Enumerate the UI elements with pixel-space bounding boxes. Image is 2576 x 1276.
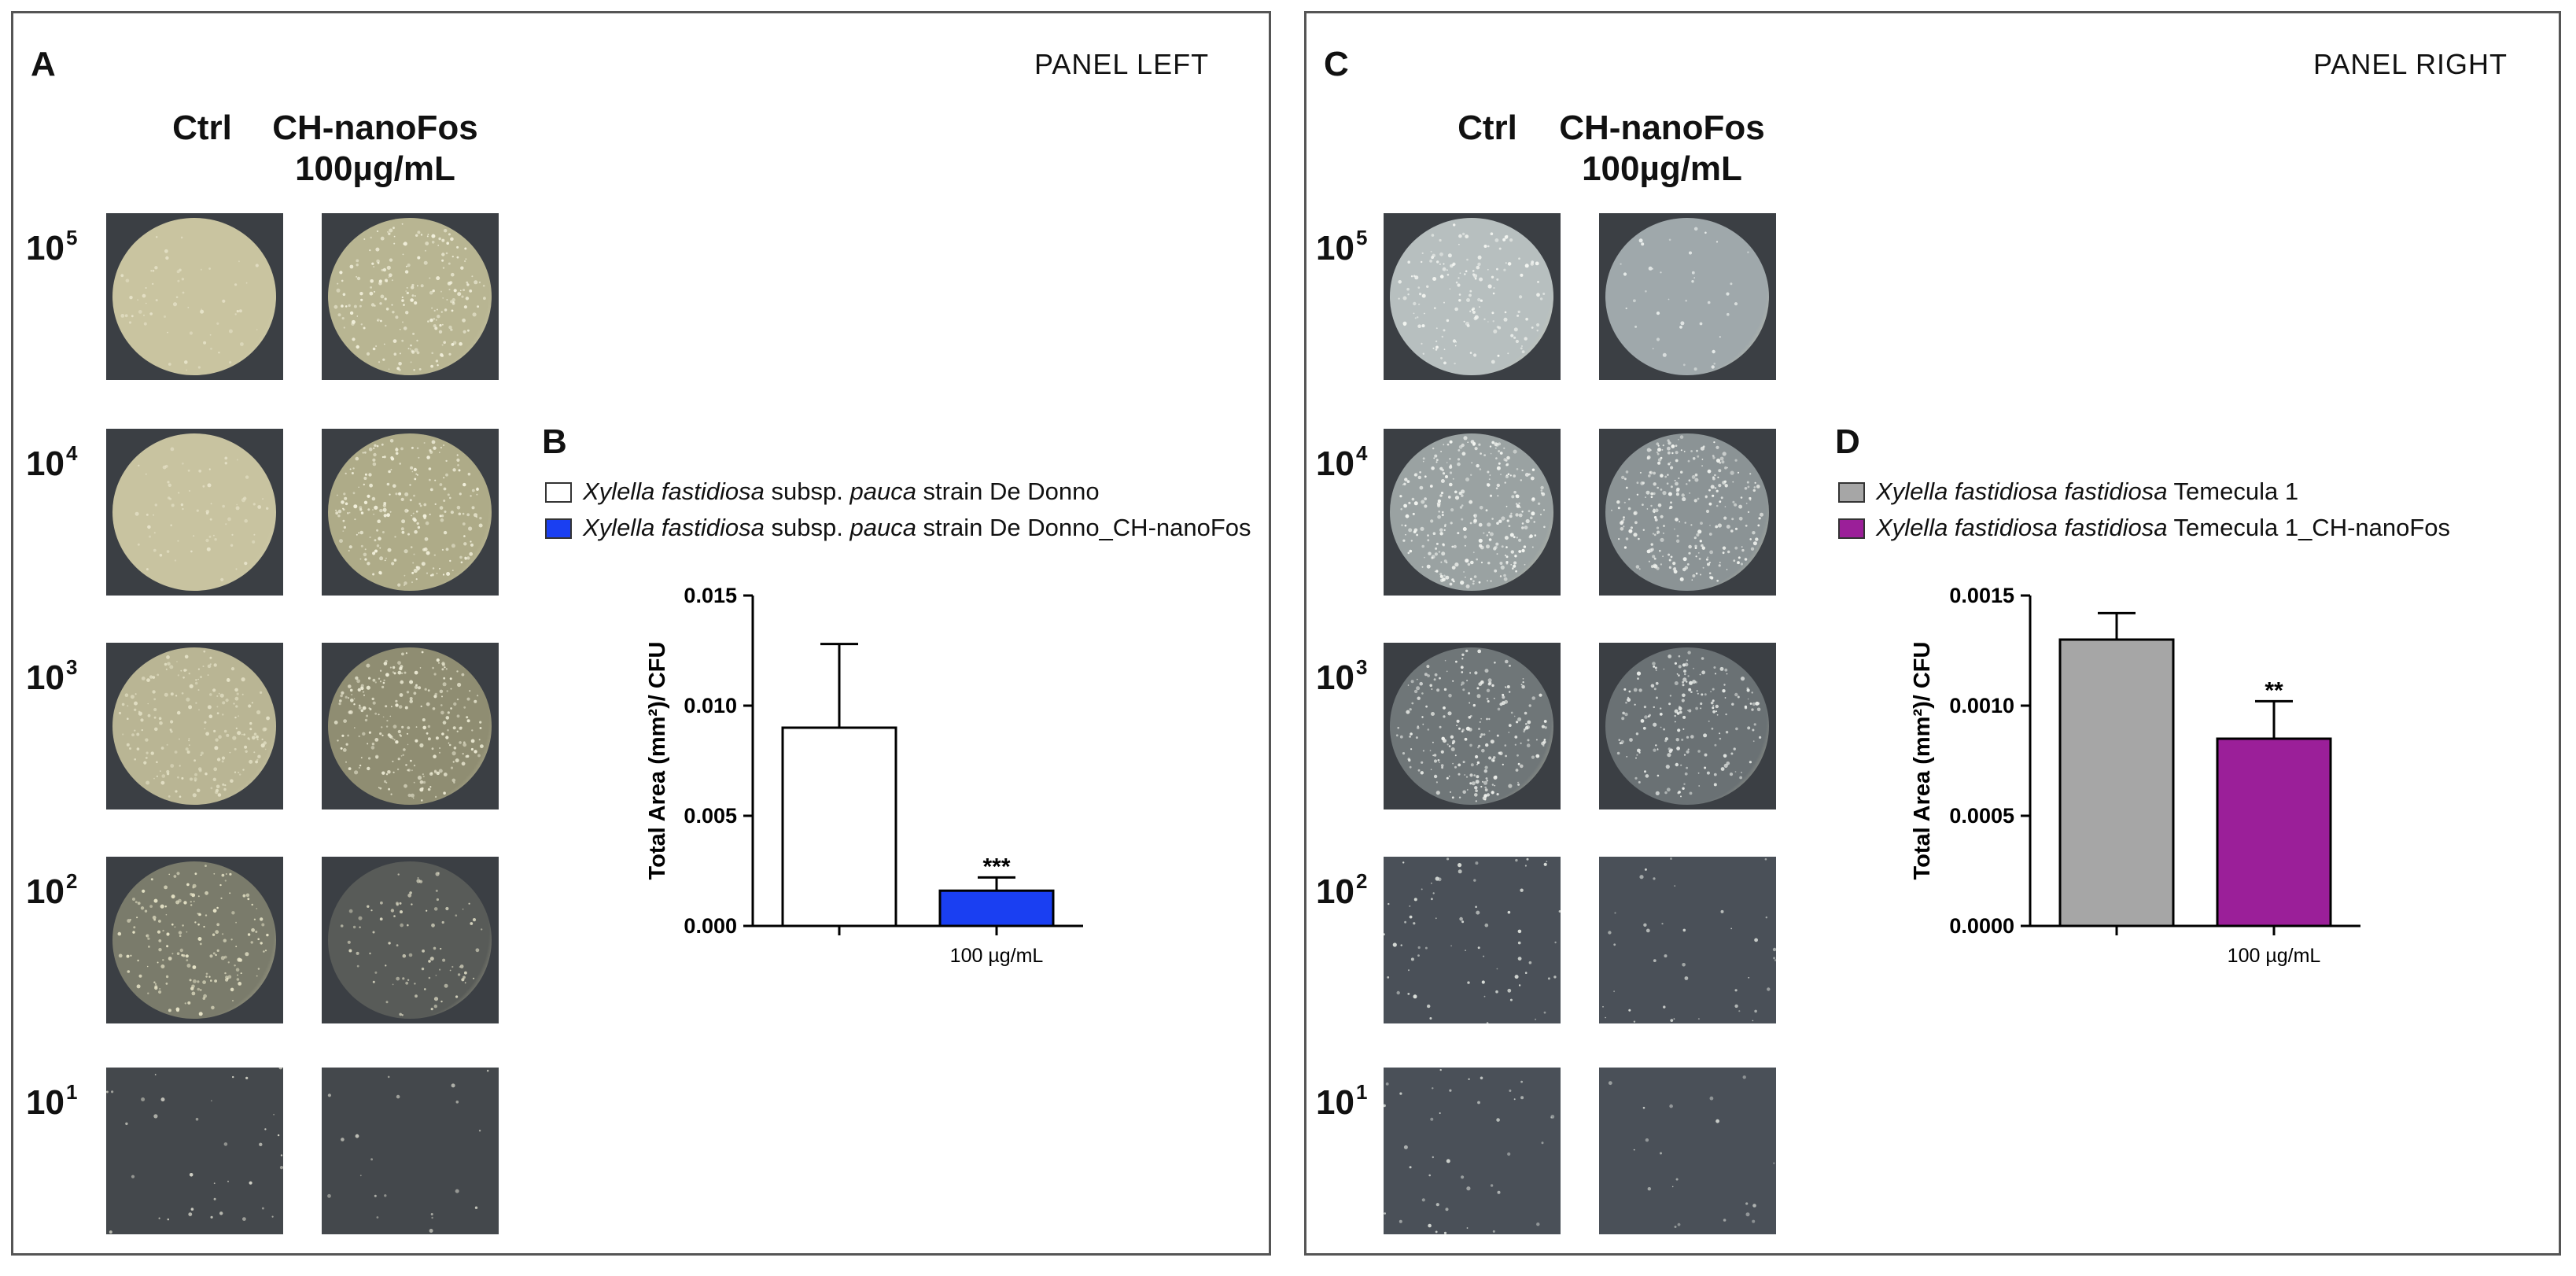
panel-left: A PANEL LEFT Ctrl CH-nanoFos 100µg/mL 10… <box>11 11 1271 1256</box>
legend-swatch-ctrl <box>1838 482 1865 503</box>
column-header-treatment-line1: CH-nanoFos <box>1559 109 1765 147</box>
dilution-label-10-5: 105 <box>26 226 78 267</box>
plate-image-treated-10e2 <box>322 857 499 1023</box>
y-tick-label: 0.0005 <box>1949 804 2014 828</box>
dilution-label-10-5: 105 <box>1316 226 1368 267</box>
panel-letter-a: A <box>31 45 56 83</box>
x-tick-label: 100 µg/mL <box>950 945 1044 967</box>
dilution-label-10-3: 103 <box>26 655 78 697</box>
plate-image-treated-10e3 <box>322 643 499 809</box>
dilution-label-10-3: 103 <box>1316 655 1368 697</box>
panel-letter-c: C <box>1324 45 1349 83</box>
dilution-label-10-2: 102 <box>1316 869 1368 911</box>
y-tick-label: 0.0000 <box>1949 914 2014 938</box>
plate-image-ctrl-10e1 <box>106 1068 283 1234</box>
panel-name-right: PANEL RIGHT <box>2313 48 2508 80</box>
plate-image-ctrl-10e4 <box>106 429 283 596</box>
bar-treated <box>938 889 1055 927</box>
plate-image-treated-10e4 <box>1599 429 1776 596</box>
x-tick-label: 100 µg/mL <box>2228 945 2321 967</box>
plate-image-ctrl-10e2 <box>1384 857 1561 1023</box>
legend-label-treated: Xylella fastidiosa fastidiosa Temecula 1… <box>1876 514 2451 541</box>
plate-image-ctrl-10e4 <box>1384 429 1561 596</box>
y-tick-label: 0.010 <box>684 694 737 717</box>
bar-ctrl <box>2058 638 2175 927</box>
plate-image-treated-10e1 <box>322 1068 499 1234</box>
dilution-label-10-4: 104 <box>1316 441 1368 483</box>
plate-image-treated-10e1 <box>1599 1068 1776 1234</box>
plate-image-ctrl-10e5 <box>1384 213 1561 380</box>
column-header-treatment-line2: 100µg/mL <box>1582 149 1742 188</box>
y-tick-label: 0.0015 <box>1949 584 2014 607</box>
plate-image-ctrl-10e3 <box>106 643 283 809</box>
column-header-treatment: CH-nanoFos 100µg/mL <box>1552 108 1772 190</box>
y-tick-label: 0.000 <box>684 914 737 938</box>
legend-label-ctrl: Xylella fastidiosa fastidiosa Temecula 1 <box>1876 478 2299 505</box>
legend-swatch-ctrl <box>545 482 572 503</box>
dilution-label-10-1: 101 <box>26 1080 78 1122</box>
legend-swatch-treated <box>545 518 572 539</box>
plate-image-ctrl-10e5 <box>106 213 283 380</box>
dilution-label-10-2: 102 <box>26 869 78 911</box>
plate-image-treated-10e3 <box>1599 643 1776 809</box>
y-axis-label: Total Area (mm²)/ CFU <box>645 642 670 880</box>
significance-label: *** <box>982 854 1010 880</box>
column-header-treatment-line1: CH-nanoFos <box>272 109 478 147</box>
bar-ctrl <box>781 726 897 927</box>
column-header-treatment-line2: 100µg/mL <box>295 149 455 188</box>
chart-letter-d: D <box>1835 422 1860 461</box>
plate-image-treated-10e2 <box>1599 857 1776 1023</box>
chart-letter-b: B <box>542 422 567 461</box>
y-tick-label: 0.0010 <box>1949 694 2014 717</box>
dilution-label-10-1: 101 <box>1316 1080 1368 1122</box>
legend-label-ctrl: Xylella fastidiosa subsp. pauca strain D… <box>583 478 1100 505</box>
plate-image-ctrl-10e1 <box>1384 1068 1561 1234</box>
panel-name-left: PANEL LEFT <box>1034 48 1210 80</box>
column-header-treatment: CH-nanoFos 100µg/mL <box>265 108 485 190</box>
legend-swatch-treated <box>1838 518 1865 539</box>
y-tick-label: 0.015 <box>684 584 737 607</box>
plate-image-ctrl-10e3 <box>1384 643 1561 809</box>
plate-image-treated-10e4 <box>322 429 499 596</box>
dilution-label-10-4: 104 <box>26 441 78 483</box>
significance-label: ** <box>2265 677 2283 703</box>
column-header-ctrl: Ctrl <box>172 109 232 147</box>
plate-image-ctrl-10e2 <box>106 857 283 1023</box>
y-axis-label: Total Area (mm²)/ CFU <box>1910 642 1935 880</box>
legend-label-treated: Xylella fastidiosa subsp. pauca strain D… <box>583 514 1251 541</box>
plate-image-treated-10e5 <box>1599 213 1776 380</box>
panel-right: C PANEL RIGHT Ctrl CH-nanoFos 100µg/mL 1… <box>1304 11 2561 1256</box>
plate-image-treated-10e5 <box>322 213 499 380</box>
column-header-ctrl: Ctrl <box>1458 109 1517 147</box>
bar-treated <box>2216 737 2332 927</box>
y-tick-label: 0.005 <box>684 804 737 828</box>
